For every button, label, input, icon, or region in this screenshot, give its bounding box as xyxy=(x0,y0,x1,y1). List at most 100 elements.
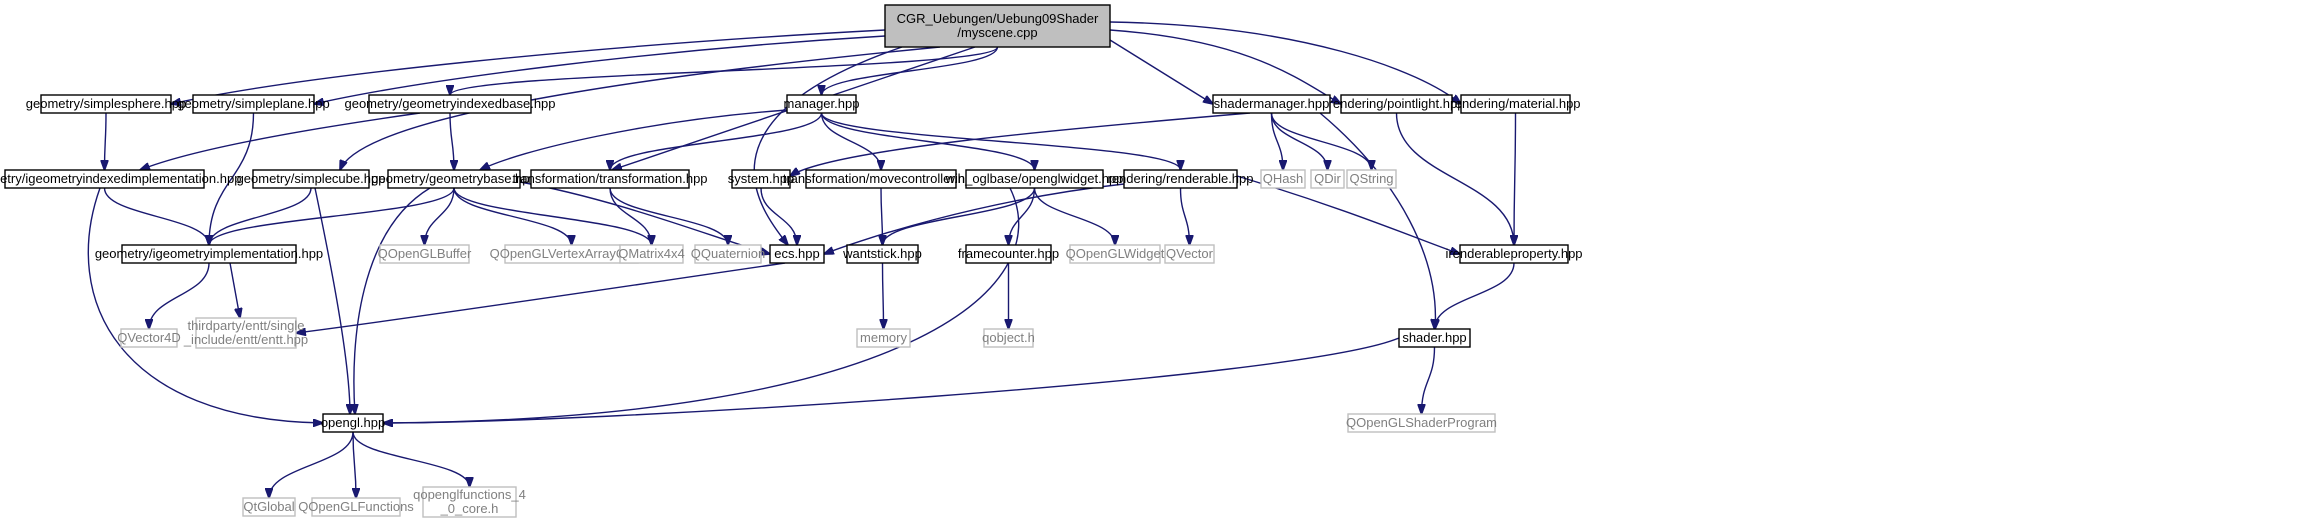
node-qtglobal: QtGlobal xyxy=(242,497,296,517)
edge-opengl-to-qoglfunc4 xyxy=(352,431,470,487)
edge-shadermanager-to-qstring xyxy=(1270,112,1372,170)
node-label: QOpenGLBuffer xyxy=(378,246,472,261)
node-label: memory xyxy=(860,330,907,345)
node-label: qobject.h xyxy=(982,330,1035,345)
edge-shadermanager-to-shader xyxy=(1319,112,1435,329)
node-igeomimpl[interactable]: geometry/igeometryimplementation.hpp xyxy=(95,244,323,264)
edge-shader-to-qoglshaderprog xyxy=(1422,346,1436,414)
edge-pointlight-to-irenderableprop xyxy=(1395,112,1515,245)
node-box xyxy=(192,94,315,114)
edge-shadermanager-to-system xyxy=(790,112,1251,176)
edge-igeomimpl-to-qvector4d xyxy=(149,262,210,329)
node-movecontroller[interactable]: transformation/movecontroller.hpp xyxy=(783,169,980,189)
edge-simplecube-to-opengl xyxy=(314,187,350,414)
node-manager[interactable]: manager.hpp xyxy=(784,94,860,114)
edge-shadermanager-to-qdir xyxy=(1270,112,1328,170)
node-simpleplane[interactable]: geometry/simpleplane.hpp xyxy=(177,94,330,114)
node-box xyxy=(1340,94,1453,114)
node-ecs[interactable]: ecs.hpp xyxy=(769,244,825,264)
edge-shadermanager-to-qhash xyxy=(1270,112,1284,170)
node-material[interactable]: rendering/material.hpp xyxy=(1450,94,1581,114)
node-pointlight[interactable]: rendering/pointlight.hpp xyxy=(1329,94,1465,114)
node-box xyxy=(1069,244,1161,264)
node-box xyxy=(1260,169,1306,189)
node-label: system.hpp xyxy=(728,171,794,186)
node-box xyxy=(884,4,1111,48)
node-opengl[interactable]: opengl.hpp xyxy=(321,413,385,433)
edge-root-to-manager xyxy=(822,46,999,95)
edge-irenderableprop-to-shader xyxy=(1435,262,1515,329)
node-irenderableprop[interactable]: irenderableproperty.hpp xyxy=(1445,244,1583,264)
node-igeomidximpl[interactable]: geometry/igeometryindexedimplementation.… xyxy=(0,169,241,189)
node-box xyxy=(1212,94,1331,114)
node-simplesphere[interactable]: geometry/simplesphere.hpp xyxy=(26,94,186,114)
node-box xyxy=(786,94,857,114)
edge-material-to-irenderableprop xyxy=(1514,112,1516,245)
node-label: QOpenGLShaderProgram xyxy=(1346,415,1497,430)
edge-root-to-material xyxy=(1109,21,1461,104)
node-geomidxbase[interactable]: geometry/geometryindexedbase.hpp xyxy=(344,94,556,114)
node-label: QString xyxy=(1349,171,1393,186)
node-box xyxy=(856,328,911,348)
edge-simplecube-to-igeomimpl xyxy=(209,187,312,245)
edge-geombase-to-ecs xyxy=(519,181,770,254)
node-label: geometry/igeometryimplementation.hpp xyxy=(95,246,323,261)
node-label: QHash xyxy=(1263,171,1303,186)
node-qvector4d: QVector4D xyxy=(117,328,181,348)
node-label: wantstick.hpp xyxy=(842,246,922,261)
node-shadermanager[interactable]: shadermanager.hpp xyxy=(1212,94,1331,114)
node-label: rendering/material.hpp xyxy=(1450,96,1580,111)
node-framecounter[interactable]: framecounter.hpp xyxy=(958,244,1059,264)
node-root[interactable]: CGR_Uebungen/Uebung09Shader/myscene.cpp xyxy=(884,4,1111,48)
node-label: _include/entt/entt.hpp xyxy=(183,332,308,347)
node-label: geometry/simplesphere.hpp xyxy=(26,96,186,111)
edge-movecontroller-to-wantstick xyxy=(881,187,883,245)
node-label: win_oglbase/openglwidget.hpp xyxy=(945,171,1124,186)
node-box xyxy=(1123,169,1238,189)
node-label: QOpenGLFunctions xyxy=(298,499,414,514)
node-qoglfunc4: qopenglfunctions_4_0_core.h xyxy=(413,486,526,518)
node-box xyxy=(530,169,690,189)
node-box xyxy=(1164,244,1215,264)
node-openglwidget[interactable]: win_oglbase/openglwidget.hpp xyxy=(945,169,1124,189)
node-qstring: QString xyxy=(1346,169,1397,189)
node-geombase[interactable]: geometry/geometrybase.hpp xyxy=(371,169,537,189)
node-label: transformation/movecontroller.hpp xyxy=(783,171,980,186)
node-box xyxy=(1347,413,1496,433)
node-box xyxy=(694,244,762,264)
node-label: opengl.hpp xyxy=(321,415,385,430)
node-qobject: qobject.h xyxy=(982,328,1035,348)
edge-root-to-simplesphere xyxy=(171,29,886,104)
edge-manager-to-renderable xyxy=(820,112,1181,170)
node-label: QtGlobal xyxy=(243,499,294,514)
node-transformation[interactable]: transformation/transformation.hpp xyxy=(512,169,708,189)
edge-geombase-to-opengl xyxy=(354,187,431,414)
node-qoglfunctions: QOpenGLFunctions xyxy=(298,497,414,517)
node-wantstick[interactable]: wantstick.hpp xyxy=(842,244,922,264)
node-box xyxy=(1310,169,1345,189)
node-label: framecounter.hpp xyxy=(958,246,1059,261)
node-box xyxy=(1398,328,1471,348)
node-memory: memory xyxy=(856,328,911,348)
node-simplecube[interactable]: geometry/simplecube.hpp xyxy=(237,169,386,189)
node-box xyxy=(965,169,1104,189)
edge-manager-to-geombase xyxy=(480,109,788,170)
node-renderable[interactable]: rendering/renderable.hpp xyxy=(1108,169,1254,189)
node-box xyxy=(731,169,791,189)
edge-simplesphere-to-igeomidximpl xyxy=(105,112,107,170)
edge-opengl-to-qtglobal xyxy=(269,431,354,498)
node-box xyxy=(121,244,297,264)
node-qoglbuffer: QOpenGLBuffer xyxy=(378,244,472,264)
node-box xyxy=(4,169,205,189)
node-label: irenderableproperty.hpp xyxy=(1445,246,1582,261)
node-label: shadermanager.hpp xyxy=(1214,96,1330,111)
edge-transformation-to-qquaternion xyxy=(609,187,728,245)
node-box xyxy=(120,328,178,348)
node-system[interactable]: system.hpp xyxy=(728,169,794,189)
edge-transformation-to-qmatrix4x4 xyxy=(609,187,652,245)
edge-renderable-to-qvector xyxy=(1179,187,1190,245)
edge-geombase-to-qoglvao xyxy=(453,187,572,245)
node-shader[interactable]: shader.hpp xyxy=(1398,328,1471,348)
node-box xyxy=(252,169,370,189)
node-label: transformation/transformation.hpp xyxy=(512,171,707,186)
